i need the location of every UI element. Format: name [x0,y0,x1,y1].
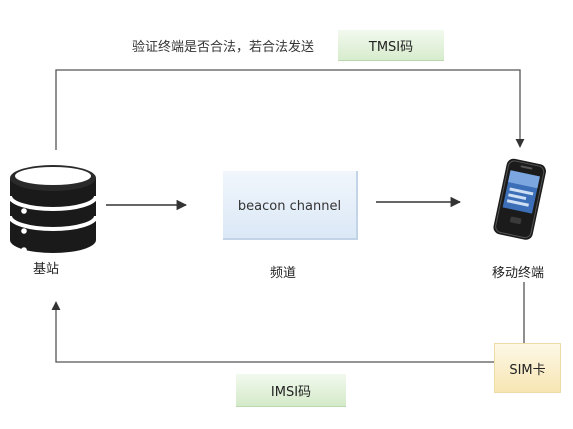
base-station-label: 基站 [33,262,60,277]
top-caption: 验证终端是否合法，若合法发送 [132,40,315,55]
beacon-channel-box: beacon channel [223,171,358,240]
imsi-label: IMSI码 [270,384,312,400]
mobile-terminal-label: 移动终端 [492,266,545,281]
channel-label: 频道 [270,266,297,281]
sim-card-box: SIM卡 [494,343,561,393]
arrow-base-to-terminal-top [55,69,525,150]
sim-card-label: SIM卡 [509,362,546,378]
arrow-sim-to-base-bottom [51,282,525,363]
beacon-channel-label: beacon channel [237,199,342,214]
tmsi-box: TMSI码 [338,30,444,61]
imsi-box: IMSI码 [236,374,346,407]
base-station-database-icon [8,165,98,253]
mobile-phone-icon [493,158,546,240]
tmsi-label: TMSI码 [368,39,414,55]
